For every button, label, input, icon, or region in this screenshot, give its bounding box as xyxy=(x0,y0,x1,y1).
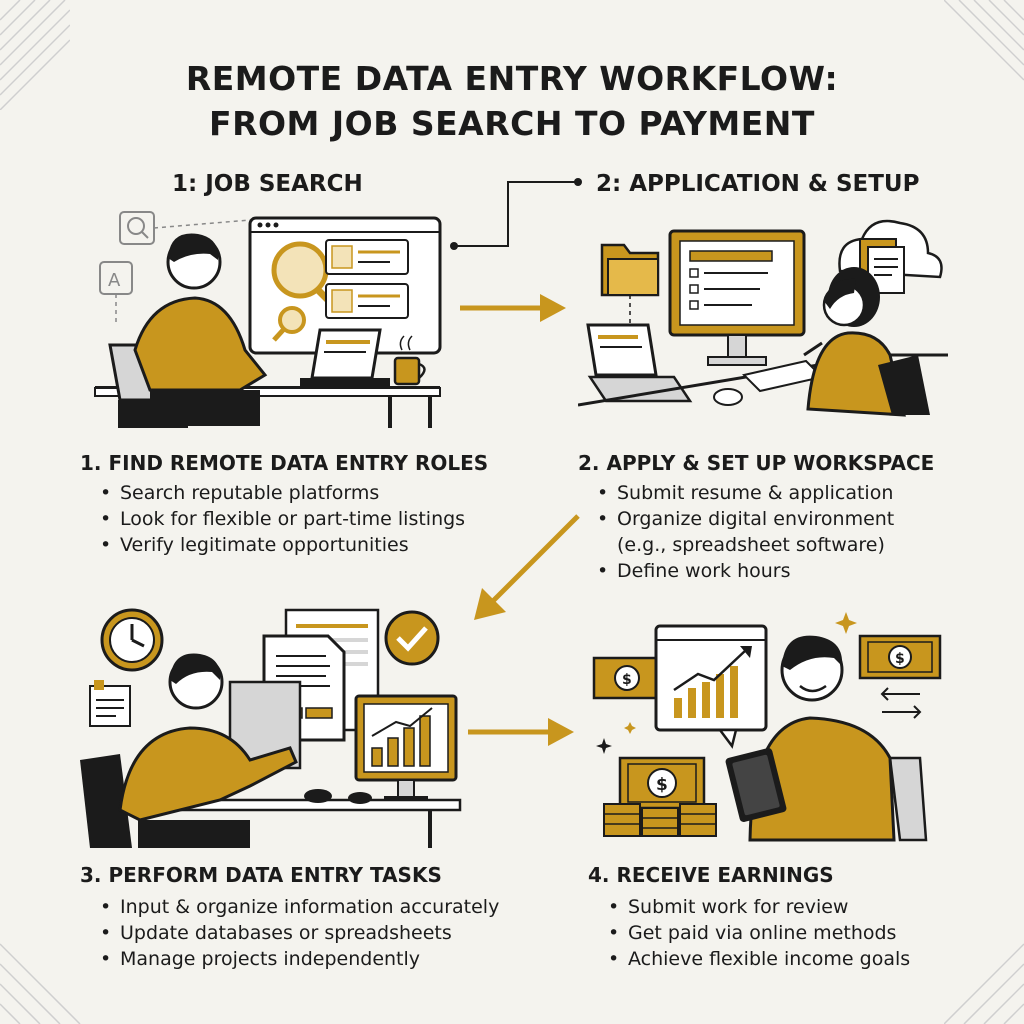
sticky-note-icon xyxy=(89,680,131,727)
step-4-bullet: Get paid via online methods xyxy=(608,920,910,946)
tablet-icon xyxy=(725,748,787,822)
step-3-bullets: Input & organize information accurately … xyxy=(100,894,499,972)
step-1-bullet: Search reputable platforms xyxy=(100,480,465,506)
step-3-bullet: Update databases or spreadsheets xyxy=(100,920,499,946)
svg-text:$: $ xyxy=(895,651,905,667)
exchange-arrows-icon xyxy=(880,687,922,719)
svg-text:$: $ xyxy=(656,775,668,795)
sparkle-icon xyxy=(596,612,857,754)
step-1-illustration: A xyxy=(94,211,442,428)
connector-line-step-1-to-step-2 xyxy=(450,178,582,250)
step-2-illustration xyxy=(578,219,948,417)
arrow-step-3-to-step-4 xyxy=(468,718,574,746)
folder-icon xyxy=(600,243,660,325)
checkmark-icon xyxy=(384,610,440,666)
svg-text:A: A xyxy=(108,270,121,291)
step-1-heading: 1. FIND REMOTE DATA ENTRY ROLES xyxy=(80,451,489,475)
step-2-bullet-continuation: (e.g., spreadsheet software) xyxy=(617,534,885,556)
corner-hatch-bottom-left xyxy=(0,943,81,1024)
step-2-bullet: Organize digital environment xyxy=(597,506,894,532)
svg-text:$: $ xyxy=(622,672,632,688)
step-4-bullet: Achieve flexible income goals xyxy=(608,946,910,972)
profile-card-icon xyxy=(325,239,409,319)
arrow-step-1-to-step-2 xyxy=(460,294,566,322)
main-title-line-1: REMOTE DATA ENTRY WORKFLOW: xyxy=(185,59,839,98)
bar-chart-icon xyxy=(354,694,458,802)
step-4-bullet: Submit work for review xyxy=(608,894,910,920)
main-title-line-2: FROM JOB SEARCH TO PAYMENT xyxy=(209,104,815,143)
search-icon xyxy=(119,211,251,245)
step-1-bullets: Search reputable platforms Look for flex… xyxy=(100,480,465,558)
step-1-bullet: Look for flexible or part-time listings xyxy=(100,506,465,532)
coin-stack-icon xyxy=(603,803,717,837)
main-title: REMOTE DATA ENTRY WORKFLOW: FROM JOB SEA… xyxy=(0,56,1024,146)
corner-hatch-top-left xyxy=(0,0,70,110)
clock-icon xyxy=(100,608,164,672)
step-3-illustration xyxy=(80,608,462,848)
laptop-icon xyxy=(300,328,390,386)
person-figure xyxy=(133,233,268,426)
step-3-bullet: Manage projects independently xyxy=(100,946,499,972)
growth-chart-icon xyxy=(654,624,768,749)
person-figure xyxy=(118,653,372,848)
step-4-illustration: $ $ $ xyxy=(592,612,942,842)
step-3-heading: 3. PERFORM DATA ENTRY TASKS xyxy=(80,863,442,887)
step-2-bullets: Submit resume & application Organize dig… xyxy=(597,480,894,584)
monitor-icon xyxy=(668,229,806,366)
corner-hatch-top-right xyxy=(944,0,1024,81)
translate-icon: A xyxy=(99,261,133,322)
corner-hatch-bottom-right xyxy=(944,943,1024,1024)
step-1-label: 1: JOB SEARCH xyxy=(172,171,363,197)
step-4-bullets: Submit work for review Get paid via onli… xyxy=(608,894,910,972)
step-4-heading: 4. RECEIVE EARNINGS xyxy=(588,863,834,887)
step-2-bullet: Submit resume & application xyxy=(597,480,894,506)
laptop-icon xyxy=(586,323,693,403)
person-figure xyxy=(803,267,906,417)
arrow-step-2-to-step-3 xyxy=(474,514,580,620)
step-3-bullet: Input & organize information accurately xyxy=(100,894,499,920)
banknote-icon: $ $ $ xyxy=(592,634,942,810)
coffee-mug-icon xyxy=(393,335,426,386)
step-1-bullet: Verify legitimate opportunities xyxy=(100,532,465,558)
step-2-heading: 2. APPLY & SET UP WORKSPACE xyxy=(578,451,935,475)
mouse-icon xyxy=(713,388,743,406)
step-2-bullet: Define work hours xyxy=(597,558,894,584)
step-2-label: 2: APPLICATION & SETUP xyxy=(596,171,920,197)
